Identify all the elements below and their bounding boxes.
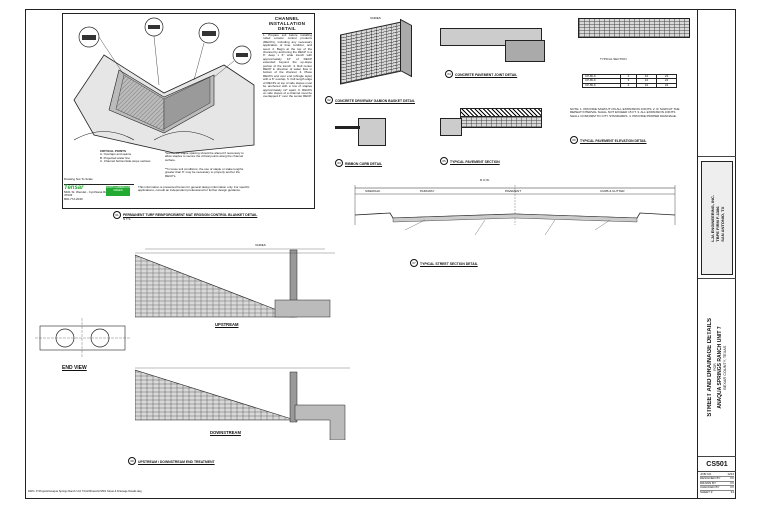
info-label: SHEET # xyxy=(700,489,713,494)
company-block: LJA ENGINEERING, INC. TBPE FIRM F-1386 S… xyxy=(698,157,736,279)
channel-illustration xyxy=(73,17,255,154)
info-value: XX xyxy=(729,476,734,481)
table-cell: 4 xyxy=(619,82,637,89)
pavement-base-drawing xyxy=(460,116,542,128)
detail-number-01: 01 xyxy=(113,211,121,219)
critical-points-text: CRITICAL POINTS A. Overlaps and seams B.… xyxy=(100,149,151,164)
file-path-footer: DWG: P:\Projects\Anaqua Springs Ranch Un… xyxy=(28,490,142,493)
detail-title-joint: CONCRETE PAVEMENT JOINT DETAIL xyxy=(455,73,518,77)
street-dim-pavement: PAVEMENT xyxy=(505,189,522,193)
street-section-drawing xyxy=(354,185,676,236)
detail-number-05: 05 xyxy=(440,157,448,165)
downstream-label: DOWNSTREAM xyxy=(210,430,241,435)
end-view-drawing xyxy=(35,318,130,358)
title-block: LJA ENGINEERING, INC. TBPE FIRM F-1386 S… xyxy=(697,9,736,499)
brand-phone: 800-772-2040 xyxy=(64,196,83,201)
channel-heading: CHANNEL INSTALLATION DETAIL xyxy=(262,16,312,34)
info-value: 1234 xyxy=(727,472,734,476)
downstream-drawing xyxy=(135,367,350,440)
company-line: LJA ENGINEERING, INC. xyxy=(709,194,715,242)
staple-note: *Horizontal staple spacing should be alt… xyxy=(165,151,244,162)
upstream-label: UPSTREAM xyxy=(215,322,239,327)
detail-number-03: 03 xyxy=(335,159,343,167)
upstream-drawing xyxy=(135,248,335,318)
detail-number-06: 06 xyxy=(570,136,578,144)
pavement-curb-drawing xyxy=(440,118,462,136)
detail-number-02: 02 xyxy=(325,96,333,104)
company-line: SAN ANTONIO, TX xyxy=(719,206,725,242)
pavement-joint-base xyxy=(505,40,545,62)
info-rows: JOB NO. 1234 DESIGNED BY XX DRAWN BY XX … xyxy=(698,472,736,495)
ribbon-curb-slab xyxy=(335,126,360,129)
channel-body-text: 1. Prepare soil before installing rolled… xyxy=(263,34,312,99)
info-label: DRAWN BY xyxy=(700,480,717,485)
ribbon-curb-drawing xyxy=(358,118,386,146)
sheet-title-area: STREET AND DRAINAGE DETAILS FOR ANAQUA S… xyxy=(698,279,736,457)
brand-block: Tensar 5401 St. Wendel - Cynthiana Rd. P… xyxy=(64,184,134,207)
info-row: JOB NO. 1234 xyxy=(700,472,734,478)
info-row: DRAWN BY XX xyxy=(700,480,734,487)
elevation-drawing xyxy=(578,18,690,38)
pavement-table: CP-BLK 2 10 24 CP-BLK 3 10 24 CP-BLK 4 1… xyxy=(582,73,678,89)
sheet-number: CS501 xyxy=(698,457,736,472)
notes-right: NOTE: 1. PROVIDE SAWCUT ON ALL EXPANSION… xyxy=(570,108,680,118)
elevation-label: TYPICAL SECTION xyxy=(600,57,627,61)
info-label: JOB NO. xyxy=(700,472,713,476)
scale-label-01: N.T.S. xyxy=(123,217,132,221)
detail-title-endtreat: UPSTREAM / DOWNSTREAM END TREATMENT xyxy=(138,460,215,464)
info-value: XX xyxy=(729,485,734,490)
table-cell: 24 xyxy=(655,82,678,89)
detail-title-elevation: TYPICAL PAVEMENT ELEVATION DETAIL xyxy=(580,139,647,143)
table-row: CP-BLK 4 10 24 xyxy=(582,82,678,89)
info-value: XX xyxy=(729,480,734,485)
channel-footer-note: This information is presented herein for… xyxy=(138,185,250,193)
end-view-label: END VIEW xyxy=(62,365,87,371)
company-line: TBPE FIRM F-1386 xyxy=(714,206,720,242)
brand-name: Tensar xyxy=(64,185,84,191)
upstream-dim: VARIES xyxy=(255,243,266,247)
info-row: CHECKED BY XX xyxy=(700,485,734,491)
table-cell: CP-BLK xyxy=(582,82,621,89)
gabion-side xyxy=(400,18,412,78)
detail-title-gabion: CONCRETE DRIVEWAY GABION BASKET DETAIL xyxy=(335,99,415,103)
street-dim-sidewalk: SIDEWALK xyxy=(365,189,381,193)
revision-area xyxy=(698,9,736,157)
soil-note: **In loose soil conditions, the use of s… xyxy=(165,167,244,178)
detail-number-04: 04 xyxy=(445,70,453,78)
info-value: 34 xyxy=(730,489,734,494)
detail-number-07: 07 xyxy=(410,259,418,267)
brand-sub-badge: NORTH AMERICAN GREEN xyxy=(106,186,130,196)
detail-title-pavement: TYPICAL PAVEMENT SECTION xyxy=(450,160,500,164)
detail-number-08: 08 xyxy=(128,457,136,465)
street-dim-parkway: PARKWAY xyxy=(420,189,435,193)
drawing-scale-note: Drawing Not To Scale xyxy=(64,177,93,181)
detail-title-erosion: PERMANENT TURF REINFORCEMENT MAT EROSION… xyxy=(123,213,258,217)
drawing-sheet xyxy=(25,9,736,499)
info-label: DESIGNED BY xyxy=(700,476,721,481)
detail-title-street: TYPICAL STREET SECTION DETAIL xyxy=(420,262,478,266)
gabion-dim: VARIES xyxy=(370,16,381,20)
street-dim-row: R.O.W. xyxy=(480,178,490,182)
detail-title-ribbon: RIBBON CURB DETAIL xyxy=(345,162,383,166)
county-name: BEXAR COUNTY, TEXAS xyxy=(723,345,727,390)
brand-address: 5401 St. Wendel - Cynthiana Rd. Poseyvil… xyxy=(64,190,127,198)
street-dim-curb: CURB & GUTTER xyxy=(600,189,625,193)
table-cell: 10 xyxy=(635,82,657,89)
info-row: SHEET # 34 xyxy=(700,489,734,494)
company-logo: LJA ENGINEERING, INC. TBPE FIRM F-1386 S… xyxy=(701,161,733,275)
info-row: DESIGNED BY XX xyxy=(700,476,734,482)
info-label: CHECKED BY xyxy=(700,485,720,490)
